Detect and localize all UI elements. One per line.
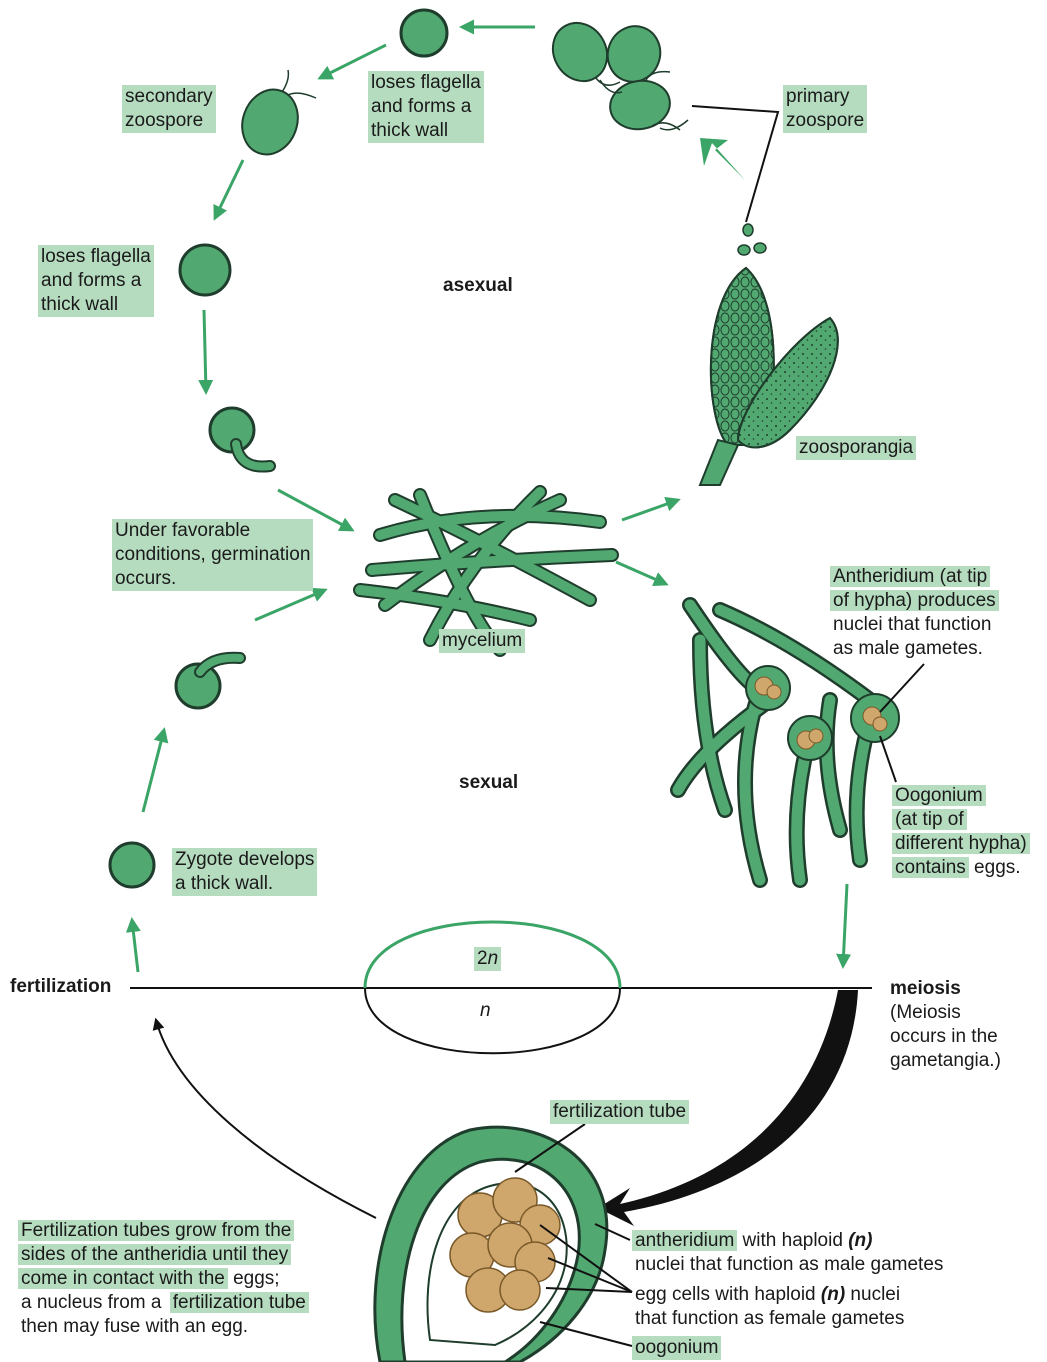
loses-flagella-left-label: loses flagella and forms a thick wall [38,245,154,317]
oogonium-tip-line-3: different hypha) [892,833,1030,854]
meiosis-note: (Meiosis occurs in the gametangia.) [890,1001,1001,1073]
secondary-zoospore-line-1: secondary [125,85,213,109]
arrow-to-fertilization [156,1020,376,1218]
egg-cells-line-1b: nuclei [845,1284,900,1305]
fertilization-tube-label: fertilization tube [550,1100,689,1124]
secondary-zoospore-label: secondary zoospore [122,85,216,133]
oogonium-tip-line-1: Oogonium [892,785,986,806]
oogonium-tip-line-4b: eggs. [969,857,1021,878]
antheridium-tip-line-2: of hypha) produces [830,590,999,611]
oogonium-tip-line-4a: contains [892,857,969,878]
antheridium-bottom-line-2: nuclei that function as male gametes [632,1253,943,1277]
arrow-zygote-up [143,730,164,812]
meiosis-note-line-2: occurs in the [890,1025,1001,1049]
cycle-arrows [132,27,847,972]
fertilization-tubes-grow-label: Fertilization tubes grow from the sides … [18,1219,309,1339]
antheridium-tip-label: Antheridium (at tip of hypha) produces n… [830,565,999,661]
fertilization-label: fertilization [10,975,111,999]
egg-cells-line-2: that function as female gametes [635,1307,904,1331]
loses-flagella-top-label: loses flagella and forms a thick wall [368,71,484,143]
zygote-cell [110,843,154,887]
germination-line-2: conditions, germination [115,543,310,567]
antheridium-bottom-n: (n) [848,1230,872,1251]
zoosporangia-label: zoosporangia [796,436,916,460]
secondary-zoospore-line-2: zoospore [125,109,213,133]
asexual-label: asexual [443,274,513,298]
arrow-sexual-to-meiosis [843,884,847,966]
haploid-label: n [480,999,491,1023]
zygote-line-2: a thick wall. [175,872,314,896]
arrow-wall-down [204,310,206,392]
fert-tubes-line-4a: a nucleus from a [18,1292,170,1313]
pointer-antheridium-tip [880,664,924,712]
sexual-label: sexual [459,771,518,795]
fert-tubes-line-3a: come in contact with the [18,1268,228,1289]
germination-line-3: occurs. [115,567,310,591]
oogonium-bottom-label: oogonium [632,1336,721,1360]
primary-zoospore-line-2: zoospore [786,109,864,133]
antheridium-bottom-rest: with haploid [737,1230,848,1251]
meiosis-label: meiosis [890,977,961,1001]
big-arrow-release [700,138,745,180]
meiosis-note-line-1: (Meiosis [890,1001,1001,1025]
diploid-label: 2n [474,947,501,971]
antheridium-bottom-word: antheridium [632,1230,737,1251]
encysted-zoospore-left [180,245,230,295]
pointer-oogonium-tip [880,736,896,782]
loses-flagella-left-line-2: and forms a [41,269,151,293]
fert-tubes-line-4b: fertilization tube [170,1292,309,1313]
antheridium-tip-line-4: as male gametes. [830,638,986,659]
arrow-mycelium-to-sexual [616,562,666,584]
loses-flagella-top-line-2: and forms a [371,95,481,119]
fert-tubes-line-5: then may fuse with an egg. [18,1316,251,1337]
pointer-primary-zoospore [692,106,778,222]
fert-tubes-line-3b: eggs; [228,1268,280,1289]
mycelium-art [360,492,612,650]
arrow-fert-up [132,920,138,972]
arrow-secondary-down [215,160,243,218]
loses-flagella-top-line-1: loses flagella [371,71,481,95]
zygote-label: Zygote develops a thick wall. [172,848,317,896]
primary-zoospore-label: primary zoospore [783,85,867,133]
fert-tubes-line-2: sides of the antheridia until they [18,1244,291,1265]
germination-line-1: Under favorable [115,519,310,543]
fert-tubes-line-1: Fertilization tubes grow from the [18,1220,294,1241]
arrow-mycelium-to-sporangia [622,500,678,520]
oogonium-tip-label: Oogonium (at tip of different hypha) con… [892,784,1030,880]
primary-zoospore-line-1: primary [786,85,864,109]
zygote-line-1: Zygote develops [175,848,314,872]
encysted-zoospore-top [401,10,447,56]
diploid-n: n [488,948,499,969]
haploid-arc [365,988,620,1053]
oogonium-tip-line-2: (at tip of [892,809,967,830]
egg-cells-label: egg cells with haploid (n) nuclei that f… [635,1283,904,1331]
germination-label: Under favorable conditions, germination … [112,519,313,591]
antheridium-tip-line-3: nuclei that function [830,614,994,635]
mycelium-label: mycelium [439,629,525,653]
antheridium-tip-line-1: Antheridium (at tip [830,566,990,587]
meiosis-note-line-3: gametangia.) [890,1049,1001,1073]
loses-flagella-left-line-1: loses flagella [41,245,151,269]
arrow-cyst-germ-to-mycelium [255,590,325,620]
antheridium-bottom-label: antheridium with haploid (n) nuclei that… [632,1229,943,1277]
diploid-number: 2 [477,948,488,969]
loses-flagella-left-line-3: thick wall [41,293,151,317]
loses-flagella-top-line-3: thick wall [371,119,481,143]
egg-cells-n: (n) [821,1284,845,1305]
egg-cells-line-1a: egg cells with haploid [635,1284,821,1305]
